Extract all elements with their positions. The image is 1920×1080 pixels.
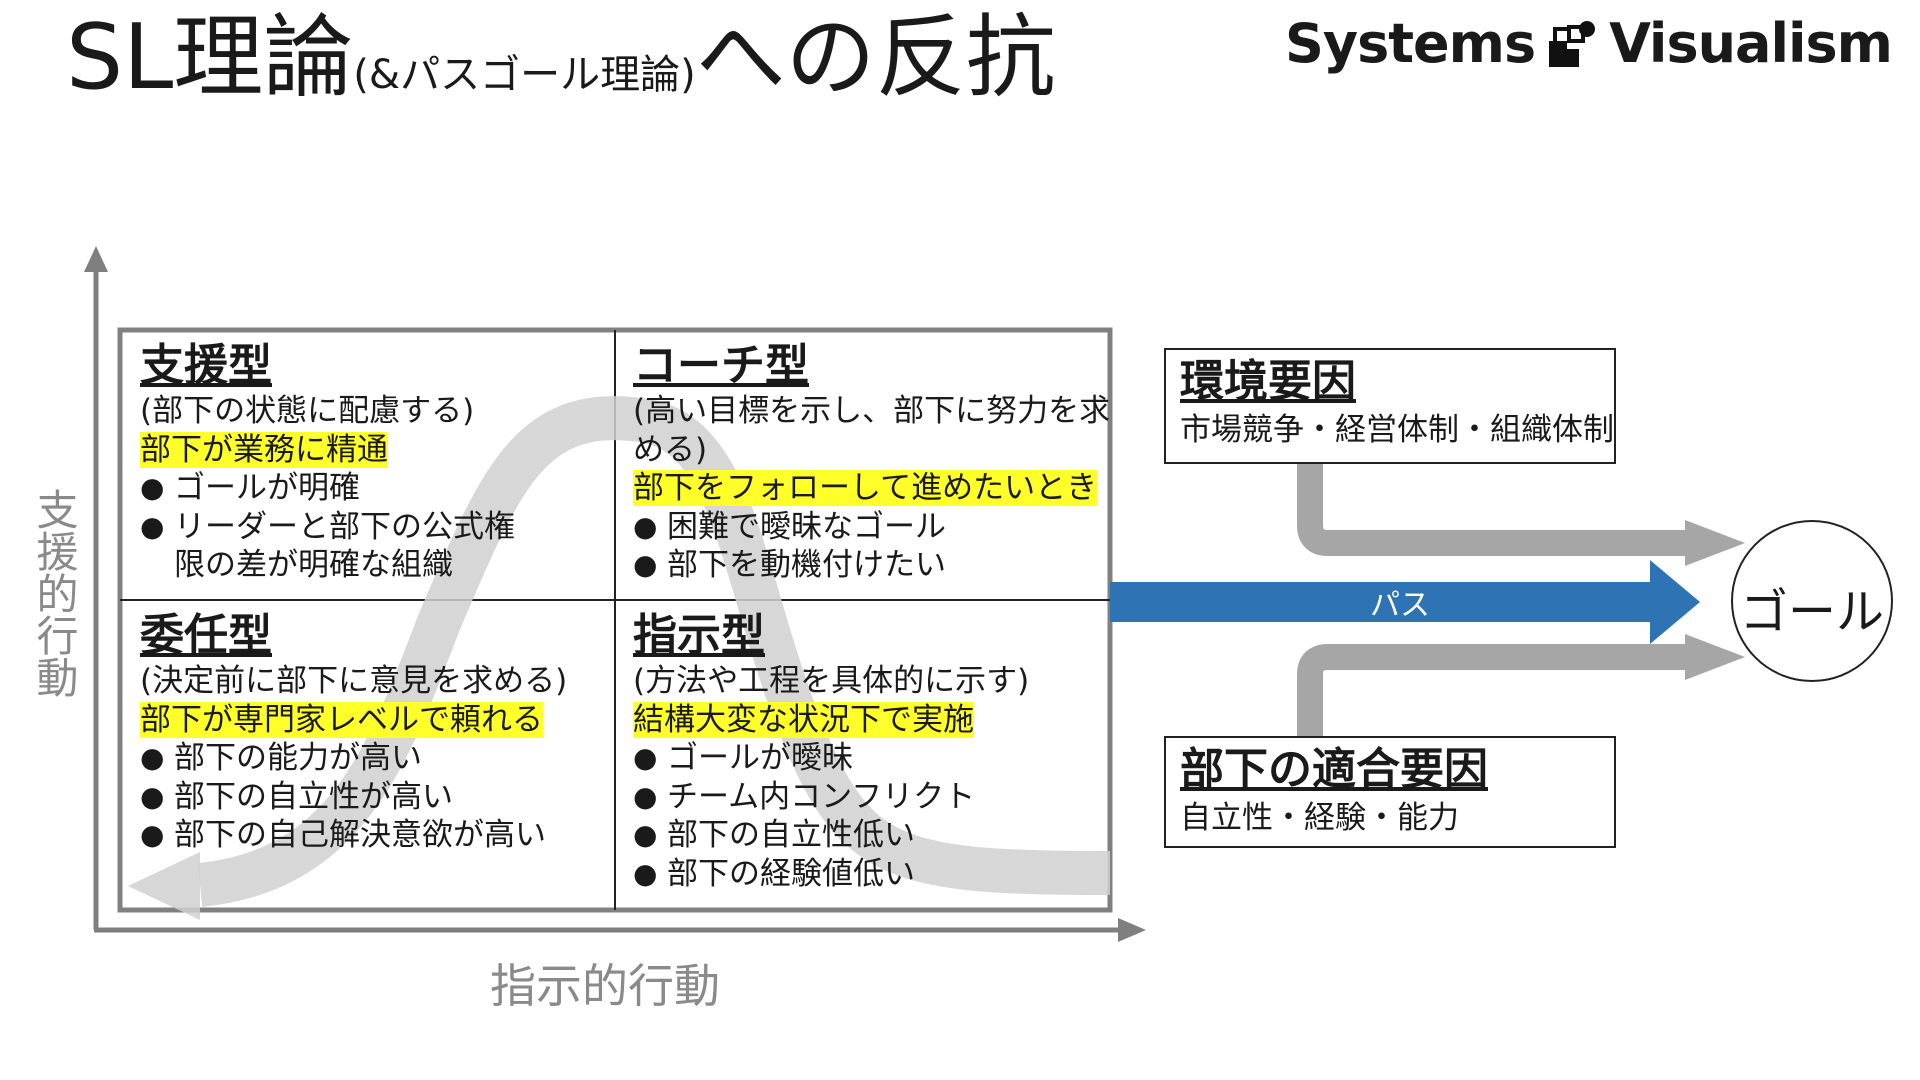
x-axis-arrowhead — [1118, 918, 1146, 942]
brand-right-text: Visualism — [1609, 12, 1893, 75]
brand-left-text: Systems — [1285, 12, 1536, 75]
y-axis-label: 支援的行動 — [30, 488, 79, 698]
environment-factor-box: 環境要因 市場競争・経営体制・組織体制 — [1164, 348, 1616, 464]
title-main-suffix: への反抗 — [695, 5, 1056, 110]
quadrant-highlight: 部下が専門家レベルで頼れる — [140, 701, 543, 738]
subordinate-factor-arrowhead — [1685, 634, 1745, 680]
quadrant-bullet: チーム内コンフリクト — [633, 778, 1103, 817]
quadrant-description: (決定前に部下に意見を求める) — [140, 663, 568, 699]
factor-subtitle: 市場競争・経営体制・組織体制 — [1180, 412, 1614, 448]
quadrant-supportive: 支援型 (部下の状態に配慮する) 部下が業務に精通 ゴールが明確 リーダーと部下… — [140, 340, 610, 585]
path-arrow-body — [1110, 582, 1650, 622]
quadrant-description: める) — [633, 431, 708, 468]
quadrant-coaching: コーチ型 (高い目標を示し、部下に努力を求 める) 部下をフォローして進めたいと… — [633, 340, 1111, 585]
goal-label: ゴール — [1739, 584, 1884, 640]
subordinate-factor-box: 部下の適合要因 自立性・経験・能力 — [1164, 736, 1616, 848]
factor-title: 部下の適合要因 — [1180, 744, 1488, 795]
quadrant-bullet: 部下の能力が高い — [140, 739, 610, 778]
quadrant-description: (方法や工程を具体的に示す) — [633, 663, 1030, 699]
quadrant-title: 委任型 — [140, 610, 272, 661]
quadrant-bullet: ゴールが曖昧 — [633, 739, 1103, 778]
quadrant-bullet: リーダーと部下の公式権限の差が明確な組織 — [140, 508, 534, 585]
title-main-prefix: SL理論 — [66, 5, 354, 110]
y-axis-arrowhead — [84, 246, 108, 272]
quadrant-title: コーチ型 — [633, 340, 809, 391]
quadrant-bullet: 困難で曖昧なゴール — [633, 508, 1103, 547]
page-title: SL理論(&パスゴール理論)への反抗 — [66, 8, 1056, 107]
quadrant-bullet: 部下の自己解決意欲が高い — [140, 816, 610, 855]
factor-title: 環境要因 — [1180, 356, 1356, 407]
quadrant-highlight: 部下が業務に精通 — [140, 431, 388, 468]
quadrant-highlight: 結構大変な状況下で実施 — [633, 701, 974, 738]
goal-circle — [1731, 520, 1893, 682]
subordinate-factor-arrow — [1297, 644, 1685, 740]
factor-subtitle: 自立性・経験・能力 — [1180, 800, 1459, 836]
x-axis-label: 指示的行動 — [490, 959, 720, 1013]
path-arrow-head — [1650, 560, 1700, 644]
quadrant-highlight: 部下をフォローして進めたいとき — [633, 470, 1098, 506]
quadrant-bullet: 部下の自立性が高い — [140, 778, 610, 817]
quadrant-delegating: 委任型 (決定前に部下に意見を求める) 部下が専門家レベルで頼れる 部下の能力が… — [140, 610, 610, 855]
environment-factor-arrowhead — [1685, 520, 1745, 566]
quadrant-directive: 指示型 (方法や工程を具体的に示す) 結構大変な状況下で実施 ゴールが曖昧 チー… — [633, 610, 1103, 893]
quadrant-title: 支援型 — [140, 340, 272, 391]
quadrant-bullet: 部下を動機付けたい — [633, 546, 1103, 585]
environment-factor-arrow — [1297, 464, 1685, 556]
quadrant-title: 指示型 — [633, 610, 765, 661]
path-label: パス — [1370, 588, 1430, 623]
brand-logo: Systems Visualism — [1285, 12, 1893, 75]
quadrant-bullet: ゴールが明確 — [140, 469, 610, 508]
quadrant-description: (部下の状態に配慮する) — [140, 393, 475, 429]
brand-mark-icon — [1547, 19, 1597, 69]
leadership-curve-arrowhead — [128, 852, 200, 920]
title-paren: (&パスゴール理論) — [353, 52, 696, 98]
quadrant-bullet: 部下の経験値低い — [633, 855, 1103, 894]
quadrant-description: (高い目標を示し、部下に努力を求 — [633, 393, 1111, 429]
quadrant-bullet: 部下の自立性低い — [633, 816, 1103, 855]
